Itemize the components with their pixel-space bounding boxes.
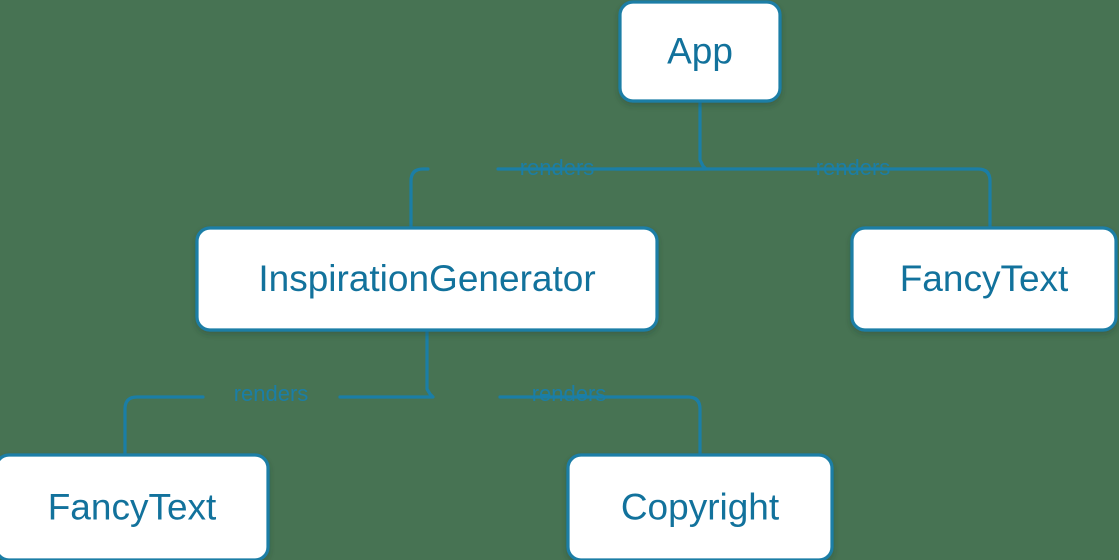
edge-label-renders: renders	[234, 381, 309, 406]
edge-connector	[409, 167, 430, 230]
node-label: App	[667, 30, 733, 71]
node-box	[566, 453, 834, 560]
edge-label-renders: renders	[816, 155, 891, 180]
edge-connector	[614, 167, 992, 230]
node-label: InspirationGenerator	[258, 258, 595, 299]
node-label: FancyText	[48, 486, 217, 527]
edge-connector	[338, 328, 435, 399]
node-box	[850, 226, 1118, 332]
node-label: Copyright	[621, 486, 780, 527]
edge-label-renders: renders	[520, 155, 595, 180]
edge-connector	[498, 395, 702, 457]
edge-connector	[123, 395, 205, 457]
node-label: FancyText	[900, 258, 1069, 299]
node-box	[0, 453, 270, 560]
node-fancy_top[interactable]: FancyText	[850, 226, 1118, 332]
edges-layer	[123, 99, 992, 457]
edge-label-renders: renders	[532, 381, 607, 406]
node-inspgen[interactable]: InspirationGenerator	[195, 226, 659, 332]
edge-labels-layer: renders renders renders renders	[234, 155, 891, 406]
node-app[interactable]: App	[618, 0, 782, 103]
node-box	[195, 226, 659, 332]
node-box	[618, 0, 782, 103]
node-fancy_bot[interactable]: FancyText	[0, 453, 270, 560]
node-copyright[interactable]: Copyright	[566, 453, 834, 560]
